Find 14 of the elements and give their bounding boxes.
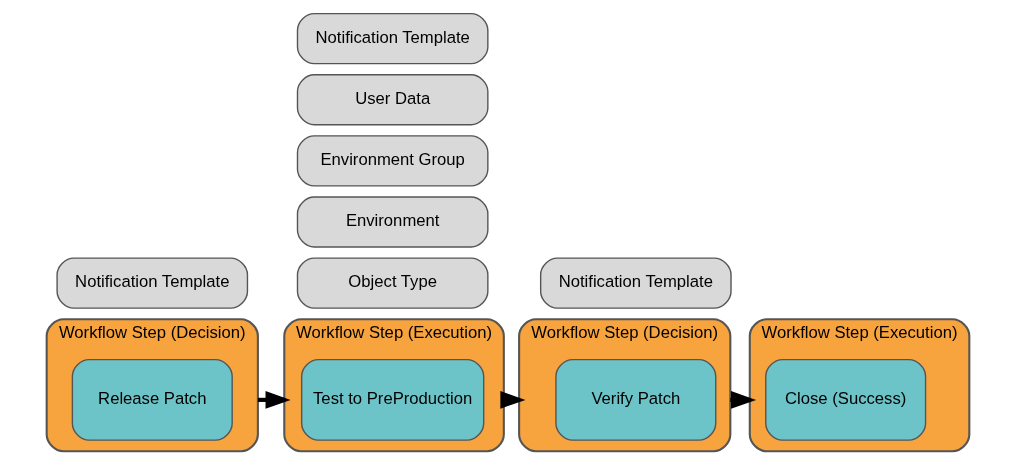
arrow (729, 391, 756, 409)
node-box: Notification Template (55, 257, 248, 309)
node-box: Notification Template (296, 12, 489, 65)
node-box: Notification Template (539, 257, 732, 309)
node-box: Close (Success) (764, 358, 926, 441)
node-box: Object Type (296, 257, 489, 309)
node-box: User Data (296, 74, 489, 126)
node-box: Release Patch (71, 358, 233, 441)
node-box: Test to PreProduction (300, 358, 484, 441)
node-box: Environment (296, 196, 489, 248)
node-box: Environment Group (296, 135, 489, 187)
arrow (499, 391, 525, 409)
arrow (257, 391, 291, 409)
node-box: Verify Patch (554, 358, 716, 441)
